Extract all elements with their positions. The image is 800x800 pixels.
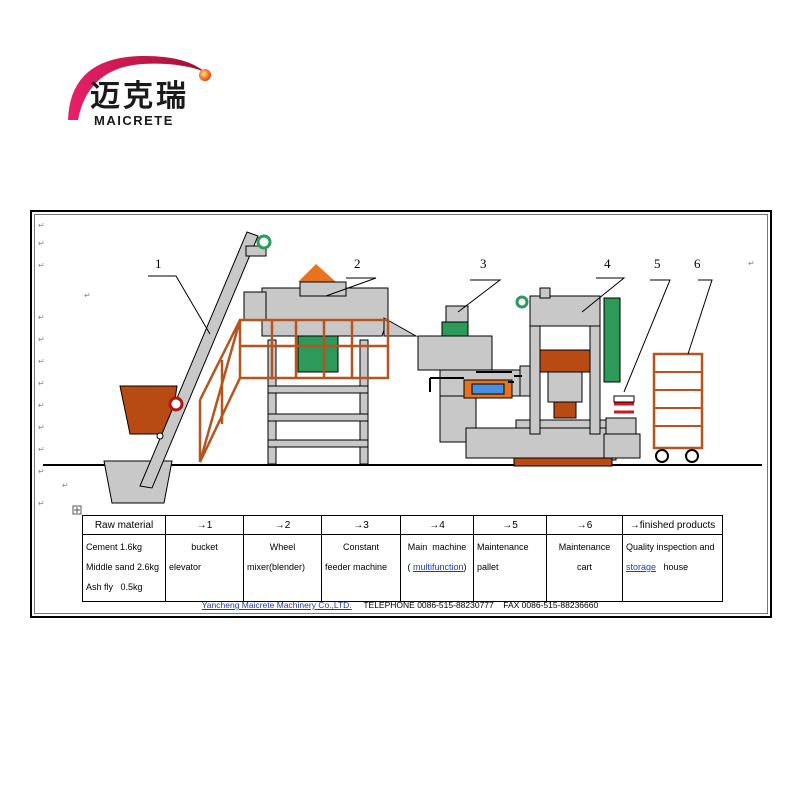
material-pit (103, 460, 173, 504)
cart-wheel (655, 449, 669, 463)
svg-text:↵: ↵ (38, 401, 45, 410)
main-machine-pulley (515, 295, 529, 309)
main-line-2: ( multifunction) (404, 557, 470, 577)
svg-text:↵: ↵ (38, 357, 45, 366)
logo-text-en: MAICRETE (94, 113, 174, 128)
multifunction-link[interactable]: multifunction (412, 562, 464, 572)
company-footer: Yancheng Maicrete Machinery Co.,LTD. TEL… (0, 600, 800, 610)
pallet-line-1: Maintenance (477, 542, 529, 552)
main-line-1: Main machine (407, 542, 467, 552)
svg-text:↵: ↵ (38, 499, 45, 508)
header-finished-products: →finished products (622, 515, 723, 535)
svg-text:↵: ↵ (62, 481, 69, 490)
constant-feeder-machine (417, 305, 521, 443)
callout-label-6: 6 (694, 256, 701, 271)
header-step-1: →1 (165, 515, 244, 535)
callouts (148, 275, 713, 393)
raw-ash: Ash fly 0.5kg (86, 582, 143, 592)
house-text: house (663, 562, 689, 572)
main-close-paren: ) (463, 562, 467, 572)
footer-fax: FAX 0086-515-88236660 (503, 600, 599, 610)
wheel-mixer (198, 264, 418, 465)
callout-label-1: 1 (155, 256, 162, 271)
elevator-drive-pulley (168, 396, 184, 412)
footer-telephone: TELEPHONE 0086-515-88230777 (363, 600, 494, 610)
table-body-row: Cement 1.6kg Middle sand 2.6kg Ash fly 0… (82, 534, 723, 602)
header-step-6: →6 (546, 515, 623, 535)
callout-label-4: 4 (604, 256, 611, 271)
cell-main-machine: Main machine ( multifunction) (400, 534, 474, 602)
cell-maintenance-pallet: Maintenance pallet (473, 534, 547, 602)
cell-raw-material: Cement 1.6kg Middle sand 2.6kg Ash fly 0… (82, 534, 166, 602)
maintenance-pallet (603, 395, 641, 459)
header-step-2: →2 (243, 515, 322, 535)
callout-label-2: 2 (354, 256, 361, 271)
svg-text:↵: ↵ (748, 259, 755, 268)
feeder-line-1: Constant (342, 542, 380, 552)
diagram-inner-border (34, 214, 768, 614)
cart-line-1: Maintenance (558, 542, 611, 552)
process-table: Raw material →1 →2 →3 →4 →5 →6 →finished… (82, 515, 723, 602)
logo-text-cn: 迈克瑞 (90, 79, 189, 114)
header-raw-material: Raw material (82, 515, 166, 535)
mixer-motor (297, 335, 339, 373)
elevator-bottom-pulley (156, 432, 164, 440)
finished-line-2: storage house (626, 557, 719, 577)
cell-finished-products: Quality inspection and storage house (622, 534, 723, 602)
callout-label-5: 5 (654, 256, 661, 271)
cell-maintenance-cart: Maintenance cart (546, 534, 623, 602)
svg-text:↵: ↵ (38, 467, 45, 476)
mixer-funnel (298, 264, 336, 282)
bucket-elevator (103, 231, 272, 504)
wheel-line-1: Wheel (269, 542, 296, 552)
wheel-line-2: mixer(blender) (247, 562, 306, 572)
footer-company: Yancheng Maicrete Machinery Co.,LTD. (201, 600, 352, 610)
cell-constant-feeder: Constant feeder machine (321, 534, 401, 602)
paragraph-marks: ↵ ↵ ↵ ↵ ↵ ↵ ↵ ↵ ↵ ↵ ↵ ↵ ↵ ↵ ↵ (38, 221, 755, 508)
main-open-paren: ( (407, 562, 411, 572)
elevator-top-pulley (256, 234, 272, 250)
callout-label-3: 3 (480, 256, 487, 271)
main-machine-base (513, 457, 613, 467)
elevator-column (139, 231, 259, 489)
svg-text:↵: ↵ (38, 445, 45, 454)
maicrete-logo: 迈克瑞 MAICRETE (68, 55, 211, 128)
svg-text:↵: ↵ (38, 423, 45, 432)
bucket-line-2: elevator (169, 562, 202, 572)
cart-wheel (685, 449, 699, 463)
feeder-line-2: feeder machine (325, 562, 388, 572)
svg-text:↵: ↵ (38, 221, 45, 230)
svg-text:↵: ↵ (38, 313, 45, 322)
main-machine (465, 287, 637, 467)
header-step-4: →4 (400, 515, 474, 535)
table-header-row: Raw material →1 →2 →3 →4 →5 →6 →finished… (82, 515, 723, 535)
svg-text:↵: ↵ (38, 239, 45, 248)
svg-text:↵: ↵ (38, 261, 45, 270)
diagram-frame (30, 210, 772, 618)
elevator-discharge (245, 245, 267, 257)
cell-bucket-elevator: bucket elevator (165, 534, 244, 602)
main-machine-motor (603, 297, 621, 383)
svg-text:↵: ↵ (38, 379, 45, 388)
platform-railing (198, 318, 390, 463)
pallet-line-2: pallet (477, 562, 499, 572)
header-step-3: →3 (321, 515, 401, 535)
finished-line-1: Quality inspection and (626, 542, 715, 552)
cell-wheel-mixer: Wheel mixer(blender) (243, 534, 322, 602)
bucket-line-1: bucket (191, 542, 218, 552)
svg-text:↵: ↵ (84, 291, 91, 300)
svg-text:↵: ↵ (38, 335, 45, 344)
storage-link[interactable]: storage (626, 562, 657, 572)
header-step-5: →5 (473, 515, 547, 535)
cart-line-2: cart (576, 562, 592, 572)
raw-sand: Middle sand 2.6kg (86, 562, 160, 572)
raw-cement: Cement 1.6kg (86, 542, 143, 552)
maintenance-cart (652, 352, 704, 463)
table-move-handle[interactable] (72, 505, 82, 515)
